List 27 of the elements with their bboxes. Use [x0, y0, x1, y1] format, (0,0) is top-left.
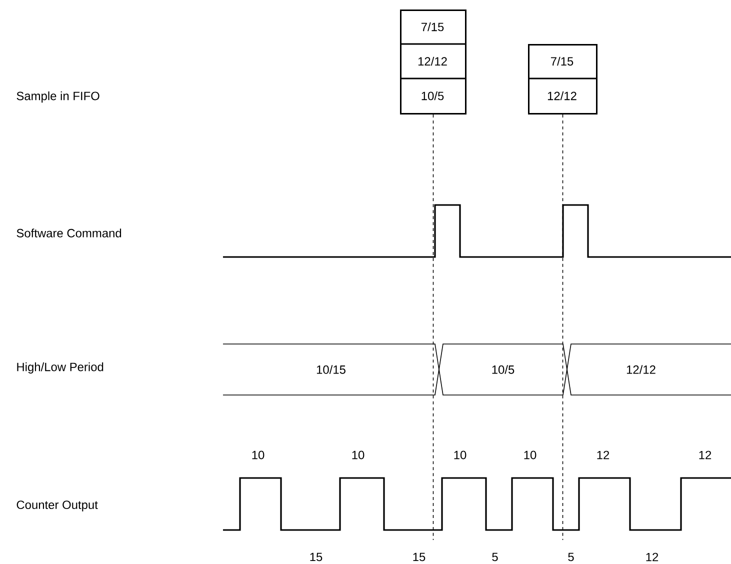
- high-count: 10: [524, 450, 536, 460]
- sample-value: 7/15: [421, 22, 444, 32]
- high-count: 10: [352, 450, 364, 460]
- sample-value: 7/15: [550, 56, 574, 66]
- row-label: Software Command: [16, 228, 122, 238]
- high-count: 12: [699, 450, 712, 460]
- low-count: 15: [310, 552, 322, 562]
- low-count: 5: [568, 552, 574, 562]
- sample-value: 12/12: [548, 91, 576, 100]
- row-label: High/Low Period: [17, 362, 104, 374]
- timing-marker-line: [432, 114, 434, 540]
- period-segment: 10/15: [222, 344, 440, 396]
- low-count: 12: [646, 552, 658, 562]
- high-count: 12: [597, 450, 610, 460]
- low-count: 5: [492, 552, 498, 562]
- row-label: Counter Output: [16, 500, 98, 512]
- row-label: Sample in FIFO: [16, 91, 100, 103]
- period-segment: 12/12: [566, 344, 731, 396]
- period-segment: 10/5: [438, 344, 568, 396]
- timing-marker-line: [562, 114, 564, 540]
- low-count: 15: [413, 552, 426, 562]
- sample-value: 10/5: [422, 91, 444, 100]
- sample-value: 12/12: [418, 56, 447, 66]
- fifo-stack: [528, 44, 598, 114]
- high-count: 10: [252, 450, 264, 460]
- fifo-stack: [400, 10, 466, 114]
- high-count: 10: [454, 450, 466, 460]
